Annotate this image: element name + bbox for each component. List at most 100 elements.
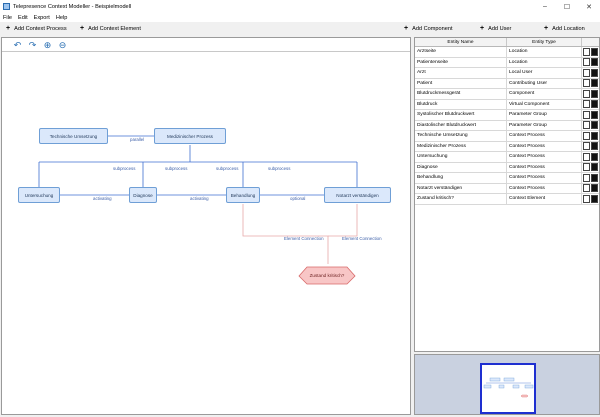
delete-icon[interactable] (591, 163, 598, 172)
edit-icon[interactable] (583, 110, 590, 119)
edit-icon[interactable] (583, 142, 590, 151)
edit-icon[interactable] (583, 68, 590, 77)
delete-icon[interactable] (591, 100, 598, 109)
delete-icon[interactable] (591, 68, 598, 77)
edit-icon[interactable] (583, 184, 590, 193)
minimap-viewport[interactable] (480, 363, 536, 414)
diagram-canvas[interactable]: ↶ ↷ ⊕ ⊖ Technische Umsetzung Medizinisch… (1, 37, 411, 415)
edit-icon[interactable] (583, 163, 590, 172)
menu-edit[interactable]: Edit (18, 14, 28, 21)
delete-icon[interactable] (591, 121, 598, 130)
delete-icon[interactable] (591, 173, 598, 182)
cell-entity-name[interactable]: Zustand kritisch? (415, 194, 507, 204)
cell-entity-type: Parameter Group (507, 120, 582, 130)
cell-actions (582, 184, 599, 194)
add-context-process-button[interactable]: + Add Context Process (6, 25, 67, 32)
edit-icon[interactable] (583, 47, 590, 56)
zoom-in-icon[interactable]: ⊕ (43, 39, 52, 50)
column-header-entity-type[interactable]: Entity Type (507, 38, 582, 46)
cell-actions (582, 110, 599, 120)
zoom-out-icon[interactable]: ⊖ (58, 39, 67, 50)
table-row[interactable]: Zustand kritisch?Context Element (415, 194, 599, 205)
overview-minimap[interactable] (414, 354, 600, 415)
cell-entity-type: Context Process (507, 173, 582, 183)
delete-icon[interactable] (591, 58, 598, 67)
cell-actions (582, 194, 599, 204)
cell-entity-name[interactable]: Untersuchung (415, 152, 507, 162)
window-title: Telepresence Context Modeller - Beispiel… (13, 3, 132, 10)
edit-icon[interactable] (583, 121, 590, 130)
redo-icon[interactable]: ↷ (28, 39, 37, 50)
add-user-button[interactable]: + Add User (480, 25, 512, 32)
cell-entity-name[interactable]: Blutdruckmessgerät (415, 89, 507, 99)
cell-entity-name[interactable]: Systolischer Blutdruckwert (415, 110, 507, 120)
node-technische-umsetzung[interactable]: Technische Umsetzung (39, 128, 108, 144)
edit-icon[interactable] (583, 173, 590, 182)
menu-help[interactable]: Help (55, 14, 68, 21)
maximize-icon[interactable]: ☐ (563, 3, 571, 11)
delete-icon[interactable] (591, 47, 598, 56)
cell-entity-name[interactable]: Patient (415, 78, 507, 88)
cell-entity-name[interactable]: Arztseite (415, 47, 507, 57)
cell-entity-name[interactable]: Diagnose (415, 162, 507, 172)
node-untersuchung[interactable]: Untersuchung (18, 187, 60, 203)
node-behandlung[interactable]: Behandlung (226, 187, 260, 203)
node-diagnose[interactable]: Diagnose (129, 187, 157, 203)
add-context-element-button[interactable]: + Add Context Element (80, 25, 141, 32)
edit-icon[interactable] (583, 194, 590, 203)
cell-entity-name[interactable]: Arzt (415, 68, 507, 78)
node-zustand-kritisch[interactable]: Zustand kritisch? (309, 273, 345, 278)
cell-entity-name[interactable]: Diastolischer Blutdruckwert (415, 120, 507, 130)
menu-export[interactable]: Export (33, 14, 50, 21)
column-header-entity-name[interactable]: Entity Name (415, 38, 507, 46)
delete-icon[interactable] (591, 142, 598, 151)
add-location-button[interactable]: + Add Location (544, 25, 585, 32)
menu-file[interactable]: File (3, 14, 13, 21)
delete-icon[interactable] (591, 184, 598, 193)
delete-icon[interactable] (591, 79, 598, 88)
edit-icon[interactable] (583, 152, 590, 161)
edit-icon[interactable] (583, 100, 590, 109)
edit-icon[interactable] (583, 58, 590, 67)
cell-entity-type: Location (507, 47, 582, 57)
edit-icon[interactable] (583, 131, 590, 140)
node-notarzt-verstaendigen[interactable]: Notarzt verständigen (324, 187, 391, 203)
delete-icon[interactable] (591, 194, 598, 203)
cell-entity-name[interactable]: Technische Umsetzung (415, 131, 507, 141)
cell-actions (582, 163, 599, 173)
edge-label-activating: activating (93, 196, 112, 201)
cell-entity-name[interactable]: Patientenseite (415, 57, 507, 67)
edit-icon[interactable] (583, 79, 590, 88)
cell-entity-name[interactable]: Behandlung (415, 173, 507, 183)
delete-icon[interactable] (591, 89, 598, 98)
delete-icon[interactable] (591, 131, 598, 140)
cell-entity-name[interactable]: Blutdruck (415, 99, 507, 109)
delete-icon[interactable] (591, 110, 598, 119)
cell-entity-name[interactable]: Medizinischer Prozess (415, 141, 507, 151)
cell-entity-name[interactable]: Notarzt verständigen (415, 183, 507, 193)
node-medizinischer-prozess[interactable]: Medizinischer Prozess (154, 128, 226, 144)
edit-icon[interactable] (583, 89, 590, 98)
edge-label-subprocess: subprocess (216, 166, 239, 171)
plus-icon: + (480, 25, 485, 32)
close-icon[interactable]: ✕ (586, 3, 592, 11)
undo-icon[interactable]: ↶ (13, 39, 22, 50)
minimize-icon[interactable]: – (543, 3, 547, 10)
delete-icon[interactable] (591, 152, 598, 161)
add-component-button[interactable]: + Add Component (404, 25, 453, 32)
